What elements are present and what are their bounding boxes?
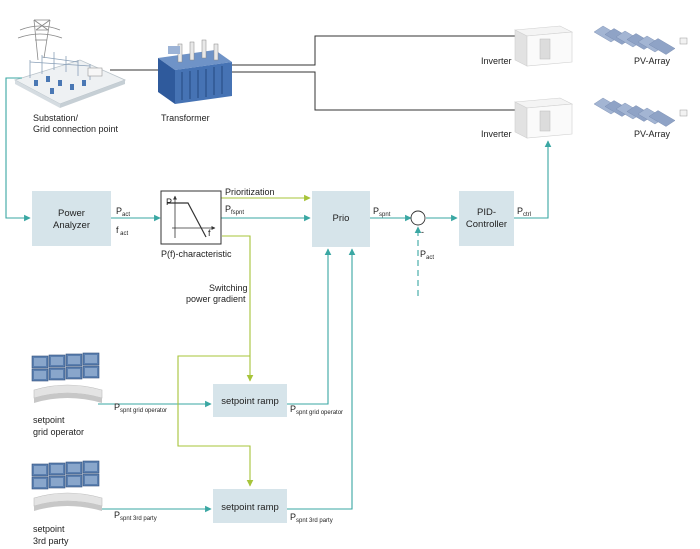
signal-p-act: Pact xyxy=(116,206,130,218)
svg-text:Prio: Prio xyxy=(333,213,350,224)
switching-label-2: power gradient xyxy=(186,294,246,304)
pv-label-top: PV-Array xyxy=(634,56,671,66)
control-room-icon xyxy=(31,460,103,511)
inverter-icon xyxy=(513,97,574,139)
setpoint-go-label: setpoint xyxy=(33,415,65,425)
summing-junction xyxy=(410,210,426,226)
pf-characteristic-label: P(f)-characteristic xyxy=(161,249,232,259)
inverter-label-top: Inverter xyxy=(481,56,512,66)
substation-icon xyxy=(13,19,127,108)
svg-text:PID-: PID- xyxy=(477,207,496,218)
svg-text:Power: Power xyxy=(58,208,85,219)
transformer-label: Transformer xyxy=(161,113,210,123)
signal-p-act-feedback: Pact xyxy=(420,249,434,261)
setpoint-ramp-block-top: setpoint ramp xyxy=(213,384,287,417)
signal-p-spnt-go-in: Pspnt grid operator xyxy=(114,402,167,414)
pv-array-icon xyxy=(593,25,688,55)
svg-text:setpoint ramp: setpoint ramp xyxy=(221,502,279,513)
setpoint-ramp-block-bottom: setpoint ramp xyxy=(213,489,287,523)
power-lines xyxy=(110,35,515,111)
signal-p-spnt-3p-in: Pspnt 3rd party xyxy=(114,510,157,522)
signal-lines xyxy=(5,77,552,513)
switching-label: Switching xyxy=(209,283,248,293)
signal-p-spnt-3p-out: Pspnt 3rd party xyxy=(290,512,333,524)
signal-p-spnt-go-out: Pspnt grid operator xyxy=(290,404,343,416)
control-room-icon xyxy=(31,352,103,403)
pv-label-bottom: PV-Array xyxy=(634,129,671,139)
pf-axis-f: f xyxy=(208,228,211,238)
pf-axis-p: P xyxy=(166,197,172,207)
setpoint-3p-label: setpoint xyxy=(33,524,65,534)
substation-label-2: Grid connection point xyxy=(33,124,119,134)
signal-p-spnt: Pspnt xyxy=(373,206,391,218)
signal-p-ctrl: Pctrl xyxy=(517,206,531,218)
inverter-label-bottom: Inverter xyxy=(481,129,512,139)
signal-f-act: f act xyxy=(116,225,129,237)
inverter-icon xyxy=(513,25,574,67)
substation-label: Substation/ xyxy=(33,113,79,123)
setpoint-3p-label-2: 3rd party xyxy=(33,536,69,546)
prioritization-label: Prioritization xyxy=(225,187,275,197)
svg-text:Analyzer: Analyzer xyxy=(53,220,90,231)
pid-controller-block: PID- Controller xyxy=(459,191,514,246)
pf-characteristic-block: P f xyxy=(160,190,222,245)
svg-text:setpoint ramp: setpoint ramp xyxy=(221,396,279,407)
setpoint-go-label-2: grid operator xyxy=(33,427,84,437)
transformer-icon xyxy=(158,39,232,104)
svg-text:Controller: Controller xyxy=(466,219,507,230)
minus-sign: - xyxy=(421,227,424,237)
prio-block: Prio xyxy=(312,191,370,247)
power-analyzer-block: Power Analyzer xyxy=(32,191,111,246)
gradient-lines xyxy=(177,194,311,487)
pv-array-icon xyxy=(593,97,688,127)
signal-p-fspnt: Pfspnt xyxy=(225,204,244,216)
